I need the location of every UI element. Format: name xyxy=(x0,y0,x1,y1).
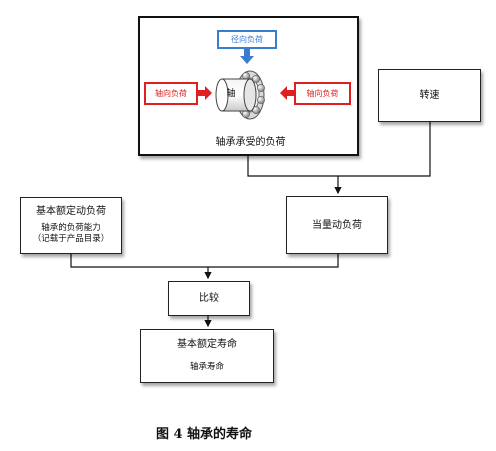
axial-load-left-tag: 轴向负荷 xyxy=(144,82,198,105)
axial-load-left-arrow-icon xyxy=(198,86,212,100)
life-title: 基本额定寿命 xyxy=(177,339,237,350)
shaft-label: 轴 xyxy=(226,89,236,99)
compare-box: 比较 xyxy=(168,281,250,316)
speed-label: 转速 xyxy=(419,90,440,101)
connector-equiv-down xyxy=(208,254,339,268)
compare-label: 比较 xyxy=(199,293,219,304)
rating-title: 基本额定动负荷 xyxy=(36,206,106,217)
life-subtitle: 轴承寿命 xyxy=(189,362,224,372)
speed-box: 转速 xyxy=(378,69,481,122)
bearing-load-caption: 轴承承受的负荷 xyxy=(215,137,286,148)
equivalent-load-label: 当量动负荷 xyxy=(312,220,362,231)
radial-load-arrow-icon xyxy=(240,49,254,64)
axial-load-right-arrow-icon xyxy=(280,86,294,100)
rating-line1: 轴承的负荷能力 xyxy=(41,223,101,233)
bearing-load-box: 径向负荷 轴向负荷 xyxy=(138,16,359,156)
bearing-illustration-icon xyxy=(215,70,265,120)
life-box: 基本额定寿命 轴承寿命 xyxy=(140,329,274,383)
radial-load-tag: 径向负荷 xyxy=(217,30,277,49)
rating-box: 基本额定动负荷 轴承的负荷能力 （记载于产品目录） xyxy=(20,197,122,254)
rating-line2: （记载于产品目录） xyxy=(32,234,110,244)
connector-bearing-down xyxy=(247,156,338,177)
axial-load-right-tag: 轴向负荷 xyxy=(294,82,351,105)
connector-speed-down xyxy=(338,122,431,177)
figure-caption: 图 4 轴承的寿命 xyxy=(155,427,253,442)
connector-rating-down xyxy=(70,254,208,268)
equivalent-load-box: 当量动负荷 xyxy=(286,196,388,254)
